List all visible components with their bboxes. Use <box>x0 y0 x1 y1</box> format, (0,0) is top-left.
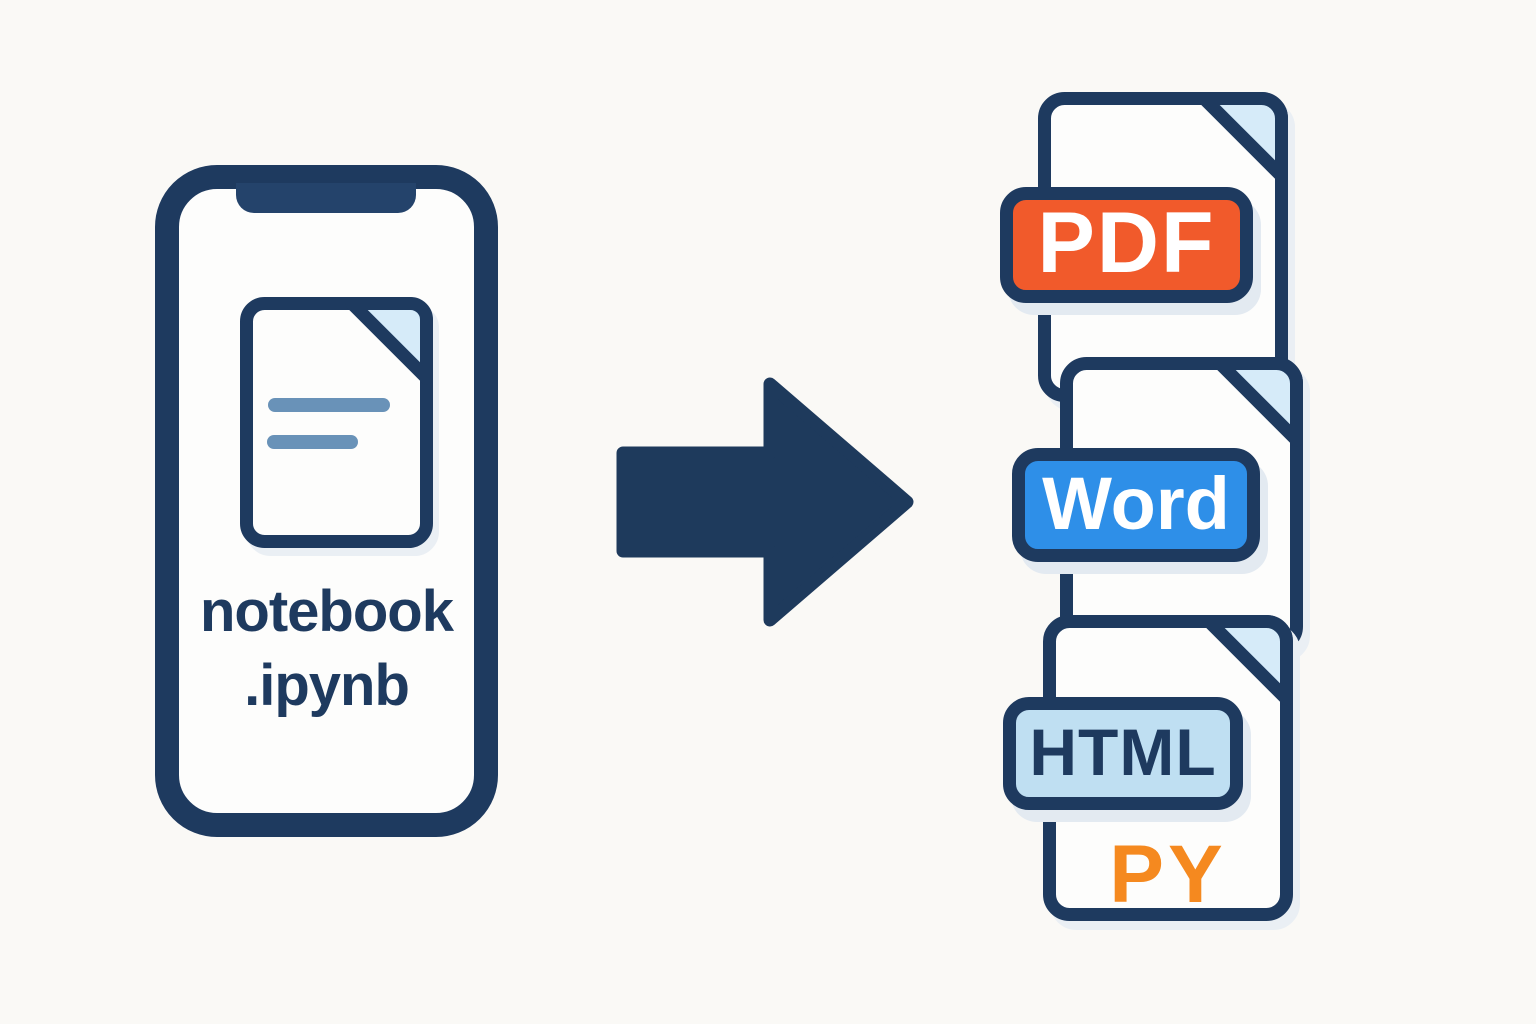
folded-corner-icon <box>345 297 433 385</box>
folded-corner-icon <box>1202 615 1293 706</box>
folded-corner-icon <box>1213 357 1303 447</box>
py-label: PY <box>1109 829 1227 920</box>
word-badge: Word <box>1012 448 1260 562</box>
html-badge-label: HTML <box>1029 714 1217 789</box>
doc-text-line-2 <box>267 435 358 449</box>
pdf-badge: PDF <box>1000 187 1253 303</box>
phone-frame <box>155 165 498 837</box>
notebook-filename: notebook .ipynb <box>155 575 498 723</box>
doc-text-line-1 <box>268 398 390 412</box>
notebook-document-icon <box>240 297 433 548</box>
pdf-badge-label: PDF <box>1037 194 1216 291</box>
word-badge-label: Word <box>1042 461 1230 545</box>
filename-line1: notebook <box>200 579 454 644</box>
phone-notch <box>236 183 416 213</box>
conversion-arrow-icon <box>616 377 914 627</box>
filename-line2: .ipynb <box>244 653 410 718</box>
html-badge: HTML <box>1003 697 1243 810</box>
folded-corner-icon <box>1197 92 1288 183</box>
